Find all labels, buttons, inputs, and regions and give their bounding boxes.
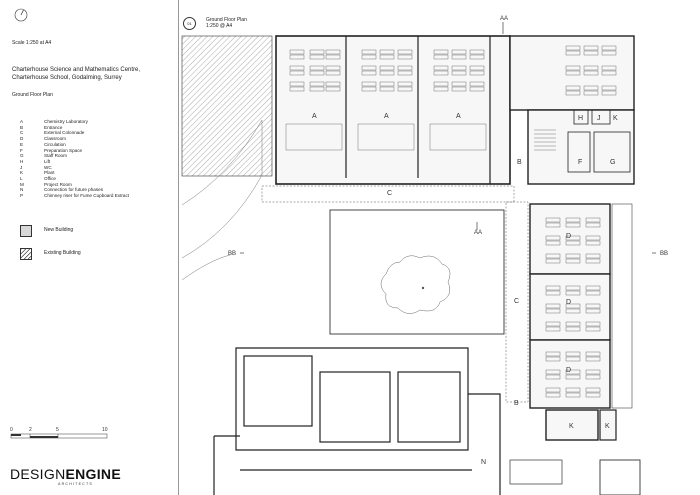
logo-subtitle: ARCHITECTS	[58, 482, 93, 486]
room-label: J	[597, 115, 601, 122]
project-wing	[509, 35, 635, 111]
drawing-title: Ground Floor Plan 1:250 @ A4	[206, 17, 247, 29]
room-label: B	[514, 400, 519, 407]
existing-building-swatch	[20, 248, 32, 260]
company-logo: DESIGNENGINE	[10, 466, 121, 482]
existing-building-label: Existing Building	[44, 250, 81, 256]
scale-tick-label: 10	[102, 427, 108, 433]
room-label: K	[613, 115, 618, 122]
room-label: K	[605, 423, 610, 430]
room-label: K	[569, 423, 574, 430]
room-label: N	[481, 459, 486, 466]
scale-tick-label: 0	[10, 427, 13, 433]
site-path	[181, 119, 263, 259]
room-label: A	[312, 113, 317, 120]
scale-bar: 0 2 5 10	[10, 427, 108, 439]
section-mark: BB	[228, 251, 236, 257]
section-mark: AA	[500, 16, 508, 22]
tree-canopy-icon	[380, 255, 451, 314]
sheet-divider	[178, 0, 179, 495]
lab-benches	[285, 49, 487, 151]
scale-label: Scale 1:250 at A4	[12, 40, 52, 46]
scale-tick-label: 2	[29, 427, 32, 433]
classroom-wing	[529, 203, 633, 409]
existing-building-hatch	[181, 35, 273, 177]
courtyard	[329, 209, 505, 335]
existing-building-outline	[213, 347, 501, 495]
colonnade	[261, 185, 515, 203]
room-label: C	[514, 298, 519, 305]
room-label: A	[456, 113, 461, 120]
room-label: D	[566, 367, 571, 374]
room-label: C	[387, 190, 392, 197]
new-building-swatch	[20, 225, 32, 237]
room-label: D	[566, 233, 571, 240]
plan-subtitle: Ground Floor Plan	[12, 92, 53, 98]
north-arrow-icon	[14, 8, 28, 22]
project-title: Charterhouse Science and Mathematics Cen…	[12, 67, 141, 81]
new-building-label: New Building	[44, 227, 74, 233]
room-label: B	[517, 159, 522, 166]
room-label: D	[566, 299, 571, 306]
lab-block	[275, 35, 511, 185]
scale-tick-label: 5	[56, 427, 59, 433]
title-block: Scale 1:250 at A4 Charterhouse Science a…	[0, 0, 178, 495]
room-label: H	[578, 115, 583, 122]
section-mark: BB	[660, 251, 668, 257]
drawing-number-badge: 01	[183, 17, 196, 30]
section-mark: AA	[474, 230, 482, 236]
room-label: A	[384, 113, 389, 120]
room-label: F	[578, 159, 582, 166]
room-label: G	[610, 159, 615, 166]
floor-plan: A A A H K J F G B C C B	[181, 16, 668, 495]
